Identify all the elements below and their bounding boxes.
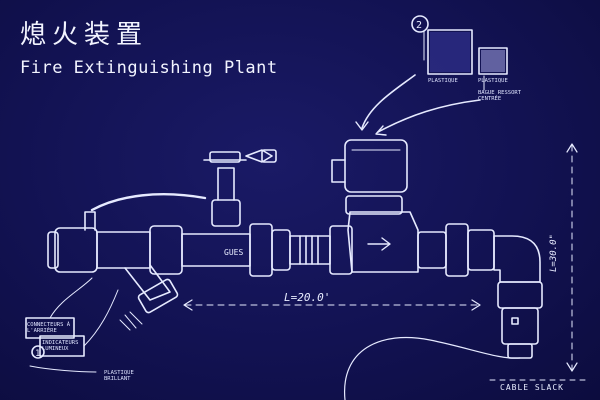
ball-valve-handle — [90, 193, 207, 212]
threaded-nipple — [289, 235, 331, 265]
callout-number-1: 1 — [35, 349, 40, 359]
title-english: Fire Extinguishing Plant — [20, 58, 278, 78]
union-2 — [249, 223, 273, 277]
swatch-right-label: PLASTIQUE — [478, 78, 508, 84]
cable-gland — [501, 307, 539, 345]
solenoid-valve-body — [347, 211, 419, 273]
height-dimension-label: L=30.0" — [549, 234, 559, 272]
swatch-right — [481, 50, 505, 72]
callout-circle-2 — [411, 15, 429, 33]
solenoid-coil — [344, 139, 408, 193]
callout-number-2: 2 — [416, 20, 422, 31]
swatch-left-label: PLASTIQUE — [428, 78, 458, 84]
union-1 — [149, 225, 183, 275]
shine-marks — [119, 311, 143, 331]
tee-fitting — [211, 199, 241, 227]
elbow-fitting — [493, 235, 541, 283]
curve-arrow-top-right — [377, 99, 481, 133]
connectors-label: CONNECTEURS À L'ARRIÈRE — [27, 322, 71, 334]
cable-curve — [344, 336, 521, 400]
curve-arrow-top-left — [361, 74, 416, 129]
swatch-right-frame — [478, 47, 508, 75]
y-strainer — [124, 264, 171, 301]
length-dimension-label: L=20.0' — [284, 291, 330, 304]
swatch-note: BAGUE RESSORT CENTRÉE — [478, 90, 522, 102]
flow-arrow — [367, 237, 391, 251]
title-chinese: 熄火装置 — [20, 20, 149, 50]
callout-circle-1 — [31, 345, 45, 359]
indicators-label: INDICATEURS LUMINEUX — [42, 340, 79, 352]
pipe-segment-1 — [96, 231, 151, 269]
test-plug — [245, 149, 273, 163]
pipe-inlet — [54, 227, 98, 273]
union-3 — [445, 223, 469, 277]
swatch-left-frame — [427, 29, 473, 75]
ball-valve-stem — [84, 211, 96, 231]
glossy-plastic-label: PLASTIQUE BRILLANT — [104, 370, 134, 382]
swatch-left — [430, 32, 470, 72]
valve-marking: GUES — [224, 248, 243, 257]
cable-slack-label: CABLE SLACK — [500, 383, 564, 392]
